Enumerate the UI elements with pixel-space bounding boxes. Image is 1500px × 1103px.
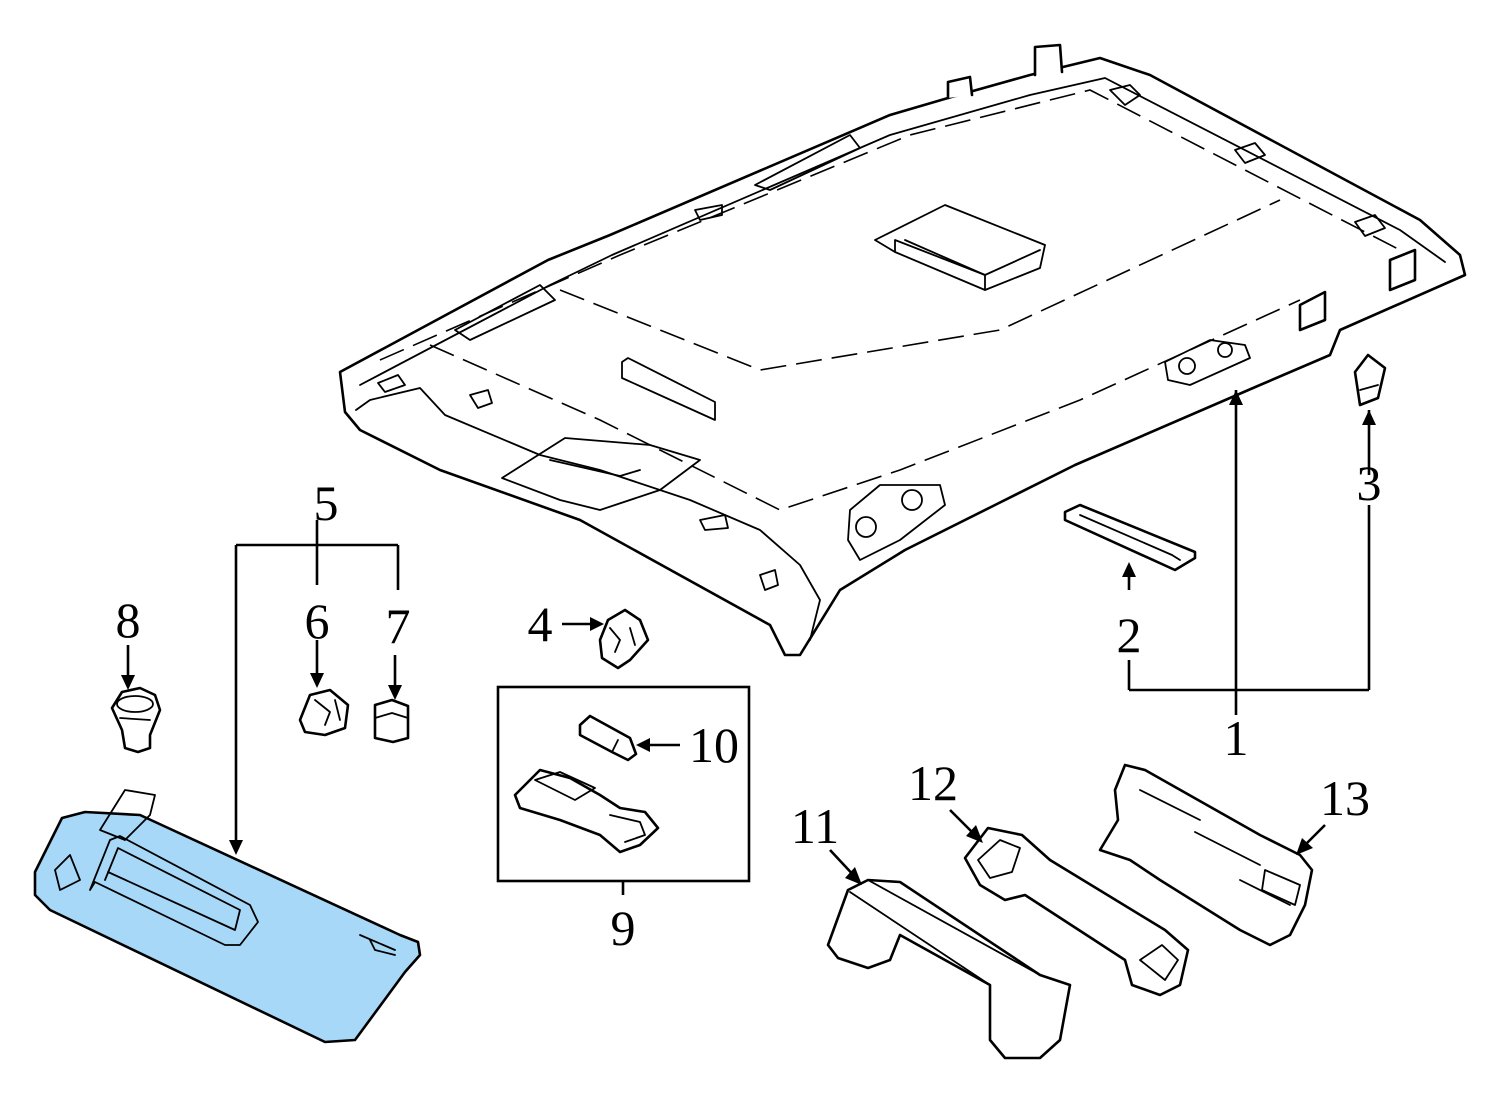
callout-3: 3 [1357,455,1382,511]
sun-visor[interactable] [33,789,422,1044]
callout-10: 10 [689,717,739,773]
lamp-housing-9[interactable] [513,768,660,854]
callout-4: 4 [528,596,553,652]
callout-5: 5 [314,475,339,531]
clip-3[interactable] [1353,353,1387,407]
callout-2: 2 [1117,607,1142,663]
bulb-10[interactable] [578,714,638,762]
clip-6[interactable] [298,688,350,737]
callout-12: 12 [908,755,958,811]
holder-8[interactable] [110,686,162,754]
grab-handle-11[interactable] [826,878,1072,1060]
headliner[interactable] [338,43,1467,657]
callout-6: 6 [305,593,330,649]
callout-9: 9 [611,900,636,956]
callout-11: 11 [791,798,839,854]
callout-13: 13 [1320,770,1370,826]
callout-1: 1 [1224,710,1249,766]
clip-4[interactable] [598,608,650,670]
callout-7: 7 [386,598,411,654]
clip-7[interactable] [373,698,410,744]
bracket-13[interactable] [1098,763,1314,947]
callout-8: 8 [116,592,141,648]
handle-bracket-12[interactable] [963,826,1190,997]
trim-pad-2[interactable] [1063,503,1197,572]
